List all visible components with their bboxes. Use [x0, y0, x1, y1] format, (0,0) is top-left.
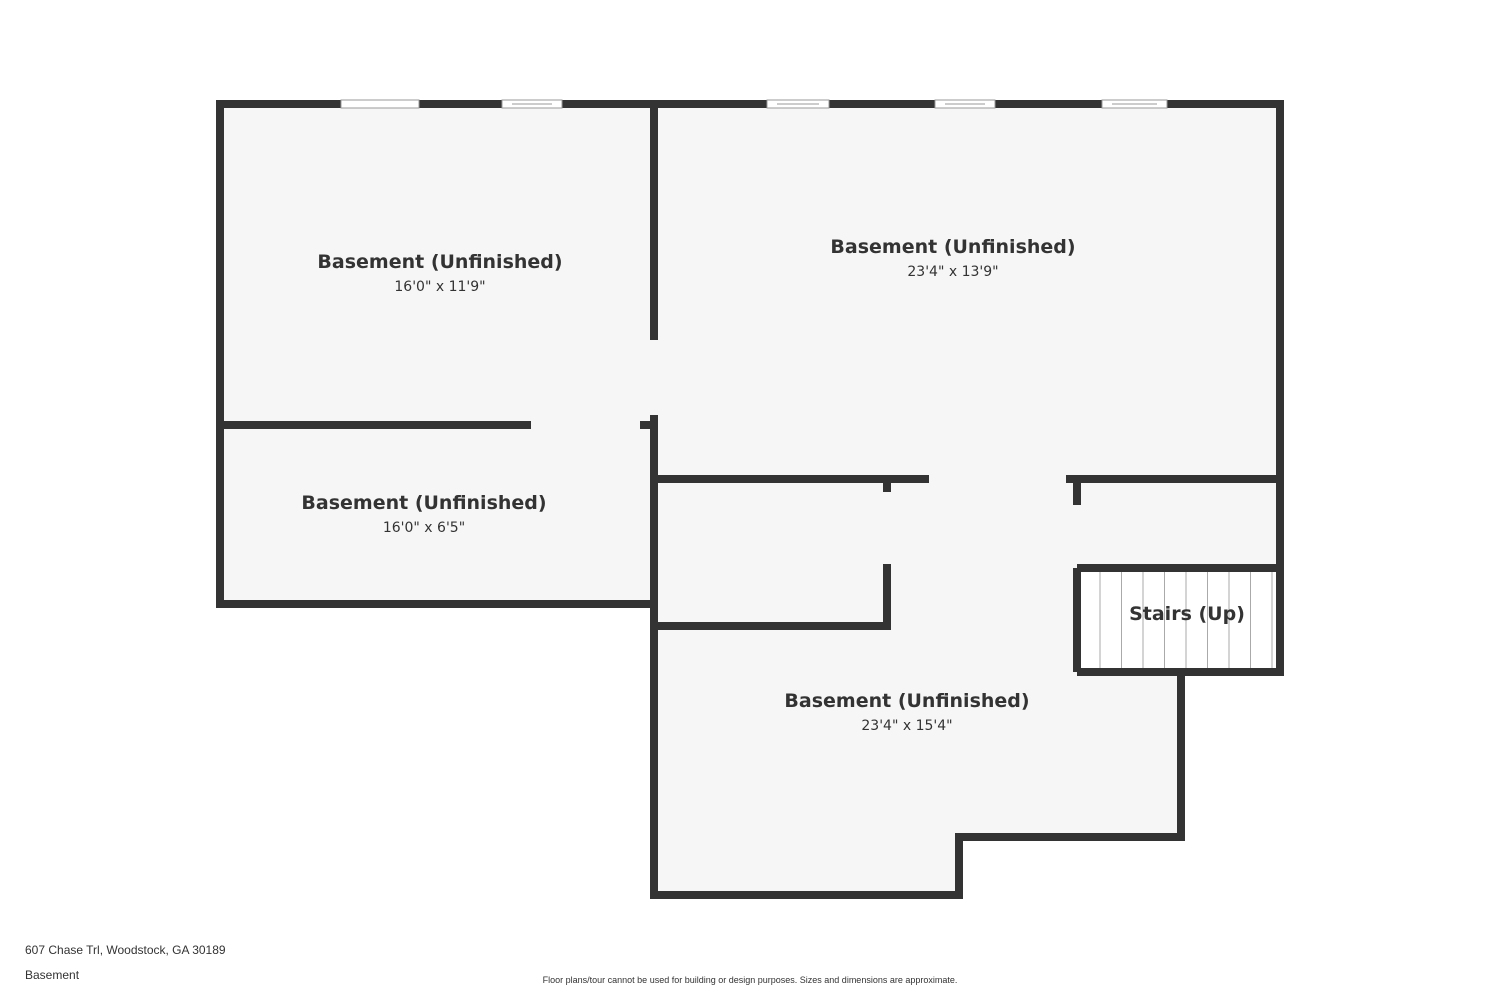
interior-walls — [220, 104, 1280, 676]
stairs — [1081, 572, 1276, 668]
room-dimensions: 16'0" x 6'5" — [383, 520, 465, 536]
window — [340, 99, 420, 109]
room-label-3: Basement (Unfinished) 16'0" x 6'5" — [301, 492, 546, 536]
room-label-4: Basement (Unfinished) 23'4" x 15'4" — [784, 690, 1029, 734]
room-name: Basement (Unfinished) — [301, 492, 546, 514]
room-dimensions: 23'4" x 15'4" — [861, 718, 952, 734]
windows — [340, 99, 1168, 109]
room-name: Stairs (Up) — [1129, 603, 1245, 625]
floor-name: Basement — [25, 968, 80, 982]
room-label-stairs: Stairs (Up) — [1129, 603, 1245, 625]
exterior-walls — [216, 100, 1284, 899]
room-label-2: Basement (Unfinished) 23'4" x 13'9" — [830, 236, 1075, 280]
room-name: Basement (Unfinished) — [830, 236, 1075, 258]
room-name: Basement (Unfinished) — [784, 690, 1029, 712]
room-label-1: Basement (Unfinished) 16'0" x 11'9" — [317, 251, 562, 295]
room-dimensions: 16'0" x 11'9" — [394, 279, 485, 295]
room-name: Basement (Unfinished) — [317, 251, 562, 273]
disclaimer: Floor plans/tour cannot be used for buil… — [542, 975, 958, 985]
floor-area — [220, 104, 1280, 895]
property-address: 607 Chase Trl, Woodstock, GA 30189 — [25, 943, 226, 957]
room-dimensions: 23'4" x 13'9" — [907, 264, 998, 280]
